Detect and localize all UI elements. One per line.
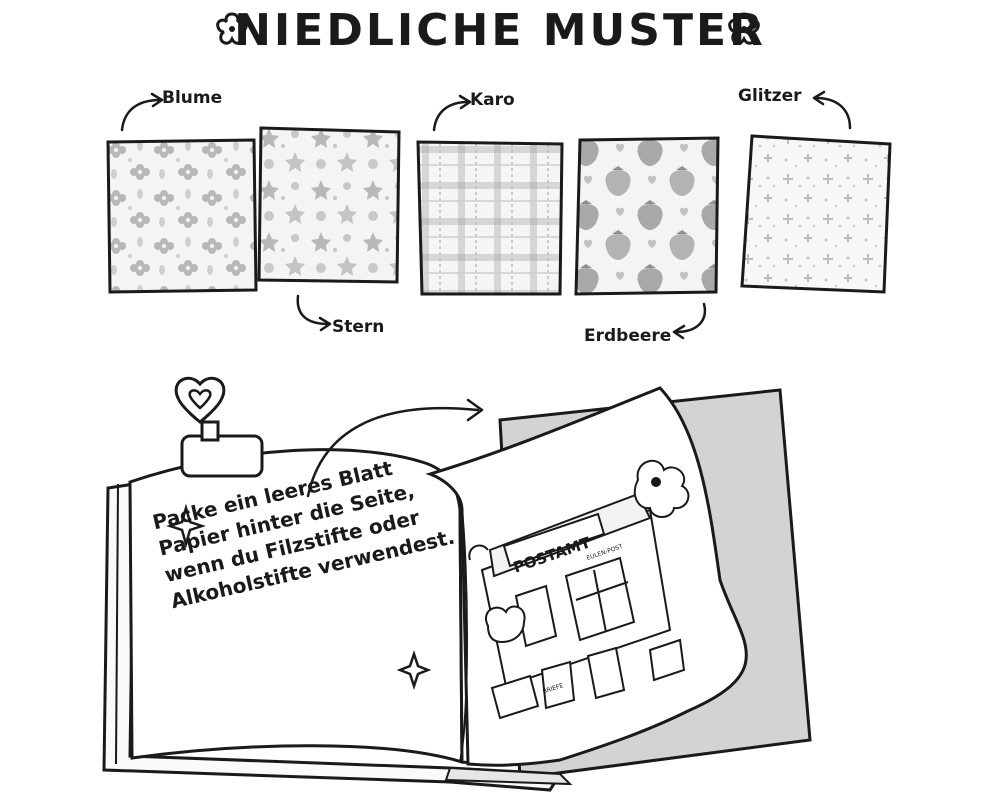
glitter-pattern-swatch xyxy=(740,134,892,294)
book-illustration: POSTAMT EULEN-POST BRIEFE xyxy=(102,376,812,792)
arrow-icon xyxy=(672,302,707,340)
flower-icon xyxy=(216,12,248,45)
page-title: NIEDLICHE MUSTER xyxy=(234,5,766,56)
plaid-pattern-swatch xyxy=(416,140,564,296)
arrow-icon xyxy=(120,92,164,132)
pattern-label-glitzer: Glitzer xyxy=(738,86,802,106)
pattern-label-erdbeere: Erdbeere xyxy=(584,326,672,346)
sparkle-icon xyxy=(396,650,432,690)
strawberry-pattern-swatch xyxy=(574,136,720,296)
pattern-label-stern: Stern xyxy=(332,317,385,337)
post-office-drawing xyxy=(468,459,690,720)
pattern-label-karo: Karo xyxy=(470,90,515,110)
arrow-icon xyxy=(296,294,332,332)
arrow-icon xyxy=(306,406,480,498)
pattern-label-blume: Blume xyxy=(162,88,223,108)
arrow-icon xyxy=(812,90,852,130)
heart-clip-icon xyxy=(174,376,264,478)
star-pattern-swatch xyxy=(257,126,401,284)
flower-pattern-swatch xyxy=(106,138,258,294)
sparkle-icon xyxy=(166,503,206,549)
flower-icon xyxy=(728,12,760,45)
arrow-icon xyxy=(432,94,472,132)
